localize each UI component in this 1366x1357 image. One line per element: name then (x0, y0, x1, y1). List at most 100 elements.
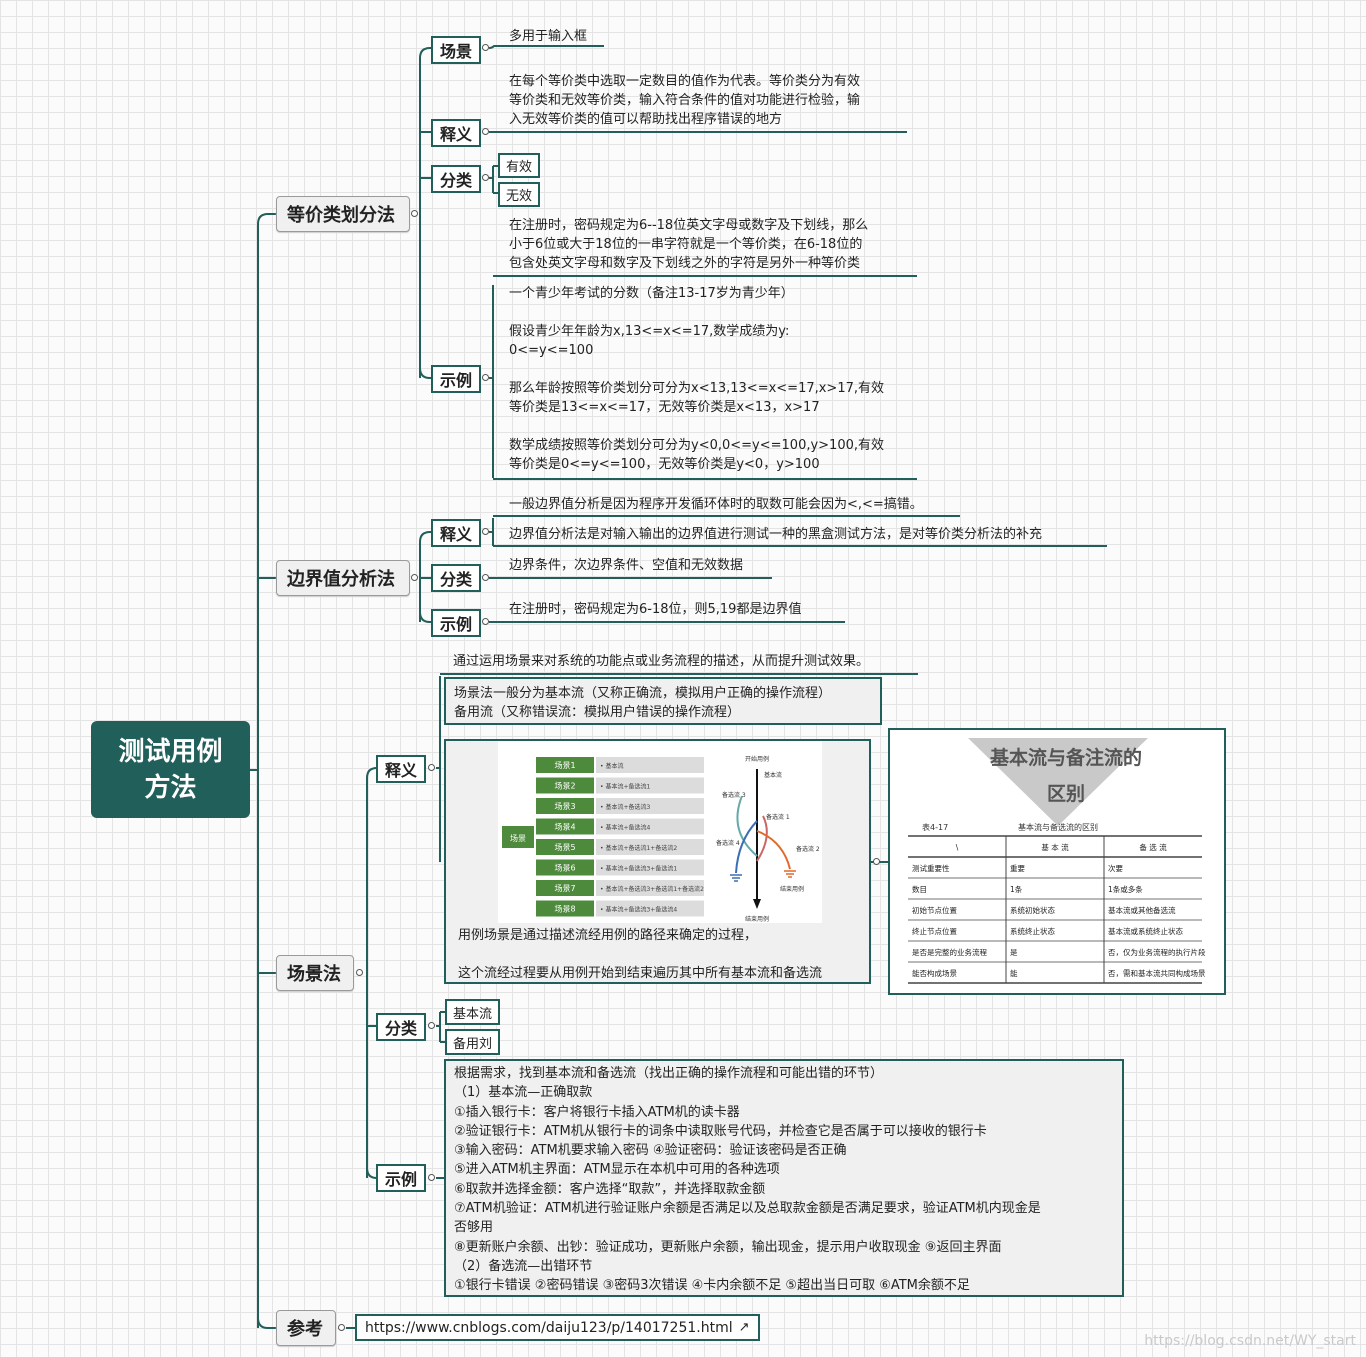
node-sc-classification[interactable]: 分类 (376, 1013, 427, 1041)
collapse-toggle[interactable] (356, 969, 363, 976)
scenario-row-desc-box (596, 757, 704, 773)
flow-alt2-curve (756, 830, 791, 870)
sc-comparison-image[interactable]: 基本流与备注流的 区别 表4-17 基本流与备选流的区别 \基 本 流备 选 流… (888, 728, 1226, 995)
scenario-row-desc: • 基本流+备选流4 (600, 824, 650, 832)
bv-cls-text[interactable]: 边界条件，次边界条件、空值和无效数据 (509, 558, 744, 573)
node-bv-example[interactable]: 示例 (431, 609, 482, 637)
bv-def-text-2[interactable]: 边界值分析法是对输入输出的边界值进行测试一种的黑盒测试方法，是对等价类分析法的补… (509, 527, 1043, 542)
sc-def-text[interactable]: 通过运用场景来对系统的功能点或业务流程的描述，从而提升测试效果。 (453, 654, 870, 669)
table-title-2: 区别 (1047, 783, 1085, 805)
node-eq-scene[interactable]: 场景 (431, 36, 482, 64)
collapse-toggle[interactable] (428, 764, 435, 771)
collapse-toggle[interactable] (428, 1174, 435, 1181)
node-sc-example[interactable]: 示例 (376, 1164, 427, 1192)
scenario-row-label: 场景2 (554, 782, 575, 791)
scenario-row-label-box (536, 798, 594, 814)
sc-image-caption: 用例场景是通过描述流经用例的路径来确定的过程， 这个流经过程要从用例开始到结束遍… (458, 926, 822, 983)
table-cell: 次要 (1108, 863, 1124, 873)
scenario-row-desc: • 基本流+备选流3+备选流4 (600, 906, 677, 914)
eq-def-text[interactable]: 在每个等价类中选取一定数目的值作为代表。等价类分为有效 等价类和无效等价类，输入… (509, 72, 860, 129)
scenario-row-label-box (536, 757, 594, 773)
scenario-row-desc: • 基本流+备选流1+备选流2 (600, 844, 677, 852)
node-bv-classification[interactable]: 分类 (431, 564, 482, 592)
diagram-center-label: 场景 (510, 834, 526, 843)
collapse-toggle[interactable] (482, 374, 489, 381)
table-header-cell: 备 选 流 (1139, 842, 1167, 852)
text-line: 用例场景是通过描述流经用例的路径来确定的过程， (458, 928, 758, 943)
table-cell: 能否构成场景 (912, 968, 957, 978)
text-line: 在注册时，密码规定为6--18位英文字母或数字及下划线，那么 (509, 218, 869, 233)
collapse-toggle[interactable] (482, 174, 489, 181)
node-eq-definition[interactable]: 释义 (431, 119, 482, 147)
node-reference[interactable]: 参考 (276, 1310, 336, 1346)
eq-scene-text[interactable]: 多用于输入框 (509, 29, 588, 44)
scenario-row-desc: • 基本流+备选流3+备选流1+备选流2 (600, 885, 704, 893)
flow-alt3-label: 备选流 3 (722, 791, 746, 799)
flow-alt1-label: 备选流 1 (766, 813, 790, 821)
table-cell: 能 (1010, 968, 1018, 978)
node-equivalence-class[interactable]: 等价类划分法 (276, 196, 410, 232)
collapse-toggle[interactable] (482, 44, 489, 51)
text-line (509, 360, 884, 379)
root-node[interactable]: 测试用例 方法 (91, 721, 250, 818)
scenario-row-desc-box (596, 777, 704, 794)
collapse-toggle[interactable] (482, 574, 489, 581)
scenario-row-desc: • 基本流+备选流1 (600, 783, 650, 791)
table-header-cell: \ (956, 843, 959, 852)
link-icon[interactable]: ↗ (738, 1320, 750, 1335)
flow-alt3-curve (736, 795, 758, 857)
reference-url[interactable]: https://www.cnblogs.com/daiju123/p/14017… (365, 1319, 733, 1336)
scenario-row-label-box (536, 859, 594, 876)
bv-example-text[interactable]: 在注册时，密码规定为6-18位，则5,19都是边界值 (509, 602, 802, 617)
scenario-row-desc-box (596, 880, 704, 896)
node-eq-example[interactable]: 示例 (431, 365, 482, 393)
scenario-row-label: 场景3 (554, 802, 575, 811)
collapse-toggle[interactable] (428, 1022, 435, 1029)
collapse-toggle[interactable] (482, 618, 489, 625)
sc-cls-basic-flow[interactable]: 基本流 (445, 999, 501, 1025)
text-line: 等价类是0<=y<=100，无效等价类是y<0，y>100 (509, 457, 820, 472)
node-scenario-method[interactable]: 场景法 (276, 955, 354, 991)
text-line: 等价类和无效等价类，输入符合条件的值对功能进行检验，输 (509, 93, 861, 108)
collapse-toggle[interactable] (482, 128, 489, 135)
flow-ground-icon (784, 870, 796, 878)
flow-alt4-curve (735, 820, 758, 874)
scenario-row-label-box (536, 839, 594, 855)
eq-cls-invalid[interactable]: 无效 (498, 182, 541, 207)
collapse-toggle[interactable] (873, 858, 880, 865)
flow-end-use-label: 结束用例 (780, 885, 804, 893)
sc-cls-alt-flow[interactable]: 备用刘 (445, 1029, 501, 1055)
eq-cls-valid[interactable]: 有效 (498, 153, 541, 178)
table-header-cell: 基 本 流 (1041, 842, 1069, 852)
node-boundary-value[interactable]: 边界值分析法 (276, 560, 410, 596)
flow-alt2-label: 备选流 2 (796, 845, 820, 853)
text-line: 0<=y<=100 (509, 343, 594, 358)
flow-ground-icon (730, 874, 742, 882)
collapse-toggle[interactable] (482, 528, 489, 535)
collapse-toggle[interactable] (338, 1324, 345, 1331)
eq-example-detail[interactable]: 一个青少年考试的分数（备注13-17岁为青少年） 假设青少年年龄为x,13<=x… (509, 284, 884, 474)
collapse-toggle[interactable] (411, 574, 418, 581)
text-line: 否够用 (454, 1220, 494, 1236)
text-line: ⑤进入ATM机主界面：ATM显示在本机中可用的各种选项 (454, 1162, 780, 1178)
eq-example-intro[interactable]: 在注册时，密码规定为6--18位英文字母或数字及下划线，那么 小于6位或大于18… (509, 216, 868, 273)
bv-def-text-1[interactable]: 一般边界值分析是因为程序开发循环体时的取数可能会因为<,<=搞错。 (509, 497, 923, 512)
text-line: 等价类是13<=x<=17，无效等价类是x<13，x>17 (509, 400, 820, 415)
flow-alt1-curve (756, 815, 768, 862)
text-line: 假设青少年年龄为x,13<=x<=17,数学成绩为y: (509, 324, 790, 339)
scenario-row-desc: • 基本流 (600, 762, 623, 770)
node-sc-definition[interactable]: 释义 (376, 755, 427, 783)
sc-def-flow-types[interactable]: 场景法一般分为基本流（又称正确流，模拟用户正确的操作流程） 备用流（又称错误流：… (444, 677, 882, 725)
node-eq-classification[interactable]: 分类 (431, 165, 482, 193)
flow-end-label: 结束用例 (745, 915, 769, 923)
scenario-row-label: 场景7 (554, 884, 575, 893)
watermark: https://blog.csdn.net/WY_start (1144, 1333, 1356, 1349)
table-cell: 1条 (1010, 884, 1023, 894)
scenario-row-desc-box (596, 818, 704, 835)
node-bv-definition[interactable]: 释义 (431, 519, 482, 547)
collapse-toggle[interactable] (411, 210, 418, 217)
sc-example-panel[interactable]: 根据需求，找到基本流和备选流（找出正确的操作流程和可能出错的环节） （1）基本流… (444, 1059, 1124, 1297)
reference-link[interactable]: https://www.cnblogs.com/daiju123/p/14017… (355, 1314, 760, 1341)
text-line: 那么年龄按照等价类划分可分为x<13,13<=x<=17,x>17,有效 (509, 381, 885, 396)
